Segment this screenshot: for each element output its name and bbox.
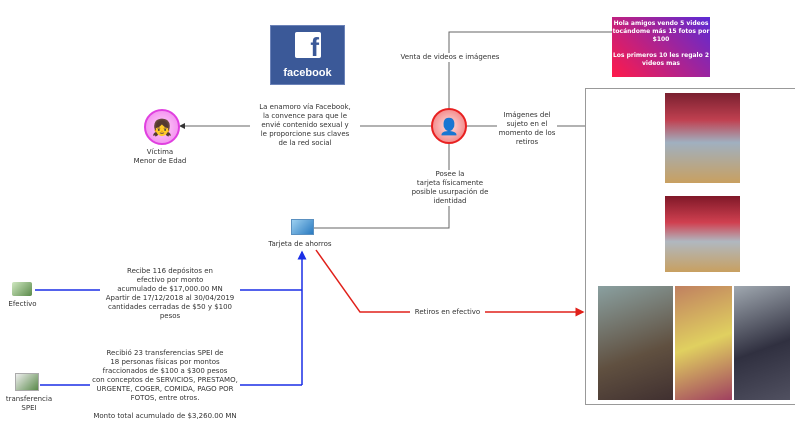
suspect-photo-3[interactable] bbox=[734, 286, 790, 400]
suspect-node[interactable]: 👤 bbox=[431, 108, 467, 144]
sales-label: Venta de videos e imágenes bbox=[395, 53, 505, 62]
cash-edge-label: Recibe 116 depósitos en efectivo por mon… bbox=[100, 267, 240, 321]
victim-suspect-label: La enamoro vía Facebook, la convence par… bbox=[250, 103, 360, 148]
facebook-logo: f facebook bbox=[270, 25, 345, 85]
cash-label: Efectivo bbox=[0, 300, 45, 309]
edge-sales bbox=[448, 31, 612, 109]
card-label: Tarjeta de ahorros bbox=[255, 240, 345, 249]
withdrawals-label: Retiros en efectivo bbox=[410, 308, 485, 317]
victim-label: Víctima Menor de Edad bbox=[120, 148, 200, 166]
atm-photo-2[interactable] bbox=[665, 196, 740, 272]
man-icon: 👤 bbox=[439, 116, 459, 136]
victim-node[interactable]: 👧 bbox=[144, 109, 180, 145]
spei-label: transferencia SPEI bbox=[5, 395, 53, 412]
card-edge-label: Posee la tarjeta físicamente posible usu… bbox=[405, 170, 495, 206]
spei-icon[interactable] bbox=[15, 373, 39, 391]
card-icon[interactable] bbox=[291, 219, 314, 235]
evidence-panel bbox=[585, 88, 795, 405]
suspect-photo-2[interactable] bbox=[675, 286, 732, 400]
suspect-photo-1[interactable] bbox=[598, 286, 673, 400]
atm-photo-1[interactable] bbox=[665, 93, 740, 183]
sale-message-box: Hola amigos vendo 5 videos tocándome más… bbox=[612, 17, 710, 77]
spei-edge-label: Recibió 23 transferencias SPEI de 18 per… bbox=[90, 349, 240, 421]
edge-withdrawals bbox=[315, 249, 585, 317]
images-label: Imágenes del sujeto en el momento de los… bbox=[497, 111, 557, 147]
girl-icon: 👧 bbox=[152, 117, 172, 137]
cash-icon[interactable] bbox=[12, 282, 32, 296]
